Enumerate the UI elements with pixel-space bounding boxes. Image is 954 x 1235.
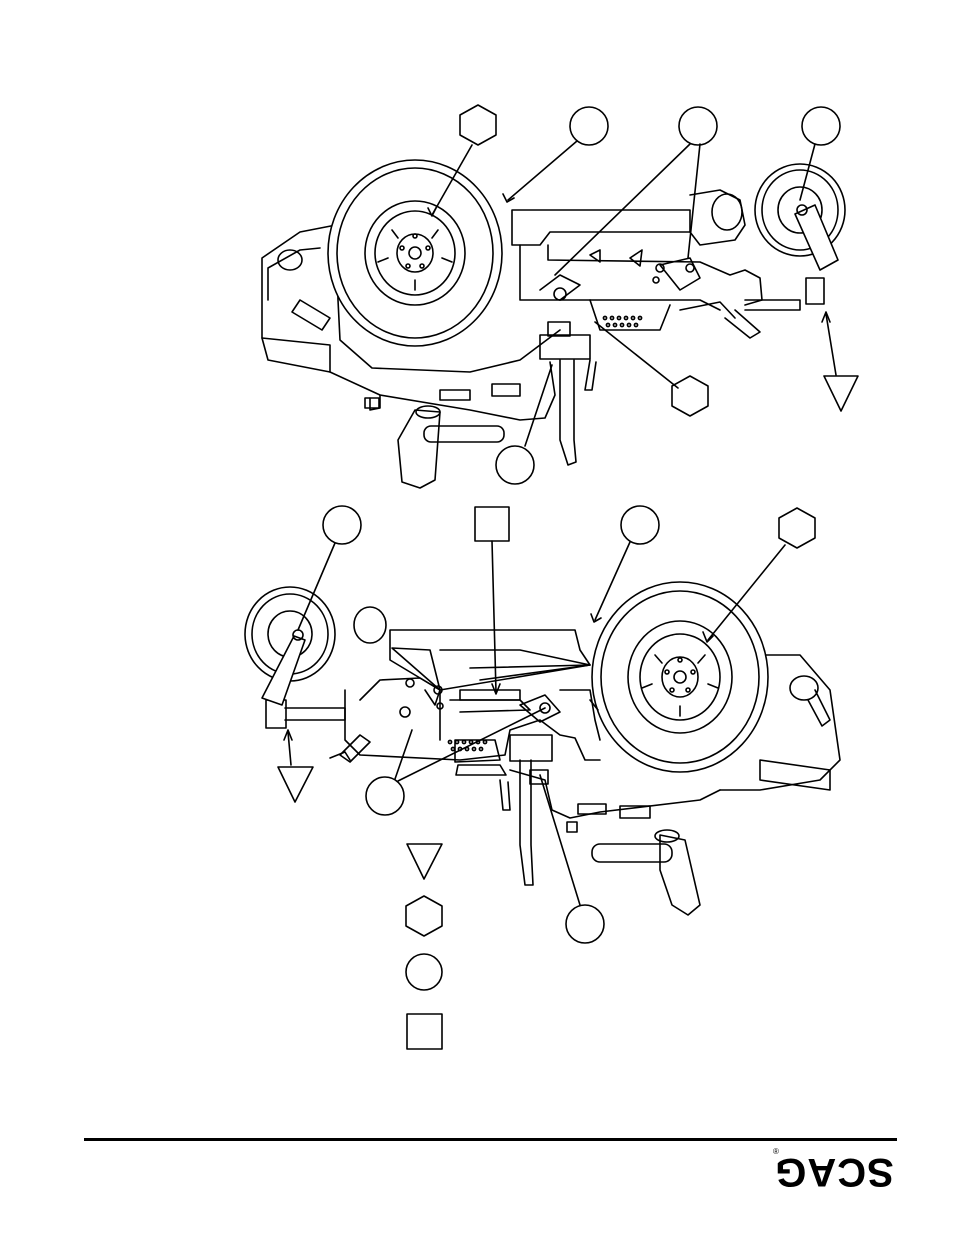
triangle-callout: [278, 767, 313, 802]
circle-callout: [566, 905, 604, 943]
mower-bottom-view: [245, 582, 840, 915]
rear-wheel: [592, 582, 768, 772]
scag-logo: SCAG: [772, 1150, 896, 1194]
vent-holes: [603, 316, 641, 326]
square-callout: [475, 507, 509, 541]
legend: [406, 844, 442, 1049]
legend-square: [407, 1014, 442, 1049]
legend-circle: [406, 954, 442, 990]
rear-wheel: [328, 160, 502, 346]
footer-rule: [84, 1138, 897, 1141]
circle-callout: [679, 107, 717, 145]
hexagon-callout: [779, 508, 815, 548]
legend-hexagon: [406, 896, 442, 936]
mower-top-view: [262, 160, 845, 488]
front-caster: [755, 164, 845, 256]
hexagon-callout: [460, 105, 496, 145]
scag-logo-text: SCAG: [772, 1150, 896, 1194]
legend-triangle: [407, 844, 442, 879]
circle-callout: [323, 506, 361, 544]
vent-holes: [448, 740, 486, 750]
circle-callout: [366, 777, 404, 815]
circle-callout: [570, 107, 608, 145]
hexagon-callout: [672, 376, 708, 416]
registered-mark: ®: [773, 1147, 779, 1156]
circle-callout: [802, 107, 840, 145]
triangle-callout: [824, 376, 858, 411]
circle-callout: [621, 506, 659, 544]
circle-callout: [496, 446, 534, 484]
